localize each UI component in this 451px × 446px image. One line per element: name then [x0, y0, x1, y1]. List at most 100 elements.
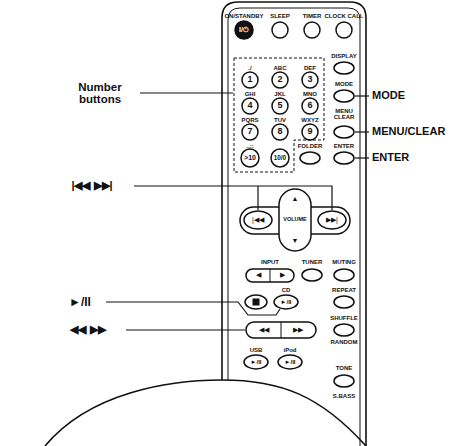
mode-button — [334, 90, 354, 102]
digit: 3 — [307, 75, 312, 84]
callout-label: Number buttons — [60, 81, 140, 105]
key-symbol: ▼ — [292, 237, 299, 244]
key-symbol: ▶▶ — [293, 326, 303, 333]
button-label: GHI — [245, 91, 256, 97]
number-button — [302, 98, 318, 114]
button-label: PQRS — [241, 117, 258, 123]
number-button — [241, 149, 259, 167]
key-symbol: ►/II — [251, 359, 262, 365]
repeat-button — [334, 296, 354, 308]
button-label: DEF — [304, 65, 316, 71]
menu-button — [334, 126, 354, 138]
digit: 8 — [277, 127, 282, 136]
digit: 2 — [277, 75, 282, 84]
number-button — [271, 149, 289, 167]
button-label: S.BASS — [333, 393, 355, 399]
button-label: INPUT — [261, 259, 279, 265]
button-label: WXYZ — [301, 117, 318, 123]
button-label: TUV — [274, 117, 286, 123]
key-symbol: I/⏻ — [239, 26, 249, 33]
number-button — [302, 72, 318, 88]
leader-line — [355, 95, 369, 96]
volume-pad — [279, 189, 311, 251]
tone-button — [334, 375, 354, 387]
stop-symbol — [253, 299, 260, 306]
skip-back-button — [244, 211, 272, 229]
usb-button — [244, 355, 268, 369]
button-label: TUNER — [302, 259, 323, 265]
input-divider — [270, 269, 271, 282]
number-button — [272, 124, 288, 140]
button-label: MUTING — [332, 259, 356, 265]
enter-button — [334, 152, 354, 164]
button-label: SHUFFLE — [330, 315, 358, 321]
remote-inner-outline — [228, 8, 360, 446]
button-label: REPEAT — [332, 287, 356, 293]
shuffle-button — [334, 324, 354, 336]
number-button — [242, 124, 258, 140]
display-button — [334, 62, 354, 74]
button-label: DISPLAY — [331, 53, 356, 59]
button-label: USB — [250, 347, 263, 353]
callout-label: |◀◀ ▶▶| — [71, 180, 112, 192]
input-button — [246, 269, 294, 282]
button-label: ABC — [274, 65, 287, 71]
button-label: MNO — [303, 91, 317, 97]
digit: >10 — [244, 154, 256, 161]
muting-button — [334, 269, 354, 281]
key-symbol: ►/II — [281, 299, 292, 305]
digit: 10/0 — [274, 155, 286, 162]
button-label: CD — [282, 287, 291, 293]
key-symbol: ▶ — [280, 271, 285, 278]
digit: 7 — [247, 127, 252, 136]
button-label: ./ — [248, 65, 251, 71]
sleep-button — [272, 22, 288, 38]
callout-label: MODE — [372, 90, 405, 102]
leader-line — [126, 329, 245, 330]
button-label: SLEEP — [270, 13, 290, 19]
key-symbol: ▶▶| — [326, 216, 338, 223]
folder-button — [300, 152, 320, 164]
callout-label: ►/II — [69, 296, 91, 309]
callout-label: MENU/CLEAR — [372, 126, 445, 138]
torn-edge — [45, 380, 366, 446]
clock-button — [336, 22, 352, 38]
leader-line — [355, 157, 369, 158]
button-label: RANDOM — [331, 339, 358, 345]
skip-forward-button — [318, 211, 346, 229]
leader-line — [106, 302, 280, 315]
button-label: JKL — [274, 91, 285, 97]
key-symbol: |◀◀ — [252, 216, 264, 223]
key-symbol: ►/II — [285, 359, 296, 365]
digit: 4 — [247, 101, 252, 110]
leader-line — [134, 186, 332, 210]
key-symbol: ◀ — [256, 271, 261, 278]
leader-line — [355, 131, 369, 132]
timer-button — [304, 22, 320, 38]
search-divider — [281, 322, 282, 338]
digit: 1 — [247, 75, 252, 84]
button-label: VOLUME — [283, 217, 307, 223]
key-symbol: ◀◀ — [259, 326, 269, 333]
number-button — [272, 72, 288, 88]
key-symbol: ▲ — [292, 195, 299, 202]
button-label: ENTER — [334, 143, 354, 149]
button-label: .,:; — [246, 143, 253, 149]
digit: 6 — [307, 101, 312, 110]
leader-line — [140, 92, 233, 93]
digit: 5 — [277, 101, 282, 110]
button-label: iPod — [284, 347, 297, 353]
button-label: TONE — [336, 365, 353, 371]
number-button — [272, 98, 288, 114]
power-button — [235, 21, 253, 39]
cd-button — [274, 295, 298, 309]
remote-outline — [222, 2, 366, 446]
search-button — [246, 322, 316, 338]
button-label: ON/STANDBY — [224, 13, 263, 19]
button-label: MODE — [335, 81, 353, 87]
digit: 9 — [307, 127, 312, 136]
keypad-frame — [234, 58, 324, 172]
number-button — [242, 72, 258, 88]
